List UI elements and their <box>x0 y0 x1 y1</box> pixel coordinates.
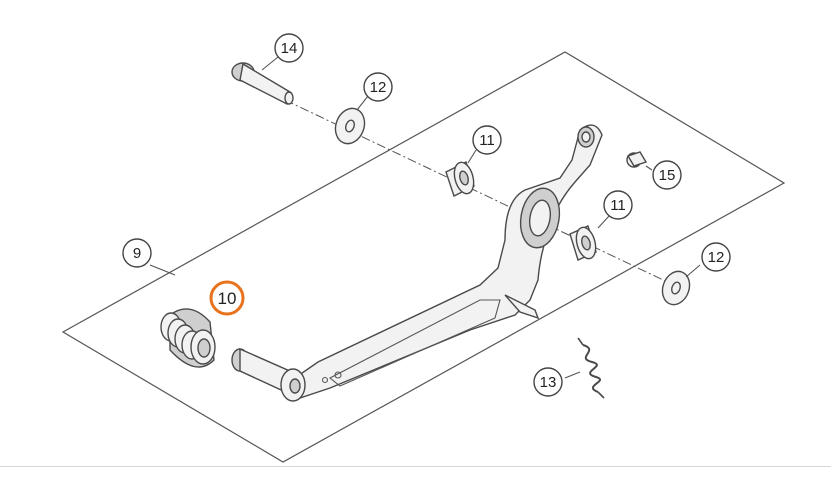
callout-9[interactable]: 9 <box>122 238 152 268</box>
bolt-part-14 <box>231 62 294 106</box>
callout-11-upper[interactable]: 11 <box>472 125 502 155</box>
lever-body <box>291 124 603 399</box>
callout-13[interactable]: 13 <box>533 367 563 397</box>
callout-15[interactable]: 15 <box>652 160 682 190</box>
callout-label: 12 <box>708 249 725 266</box>
callout-label: 11 <box>610 197 626 214</box>
callout-label: 13 <box>540 374 557 391</box>
assembly-outline <box>61 51 786 463</box>
leader-11-upper <box>467 149 477 164</box>
pedal-peg <box>231 347 306 402</box>
leader-11-lower <box>597 214 611 229</box>
leader-12-lower <box>685 264 701 278</box>
bushing-part-11-upper <box>445 161 475 197</box>
callout-label: 10 <box>218 289 237 308</box>
callout-label: 12 <box>370 79 387 96</box>
callout-label: 9 <box>133 245 141 262</box>
leader-9 <box>149 264 176 276</box>
callout-10-highlighted[interactable]: 10 <box>209 280 245 316</box>
leader-12-upper <box>356 95 369 111</box>
rubber-pedal-part-10 <box>160 308 216 368</box>
leader-15 <box>645 165 653 171</box>
callout-14[interactable]: 14 <box>274 33 304 63</box>
bushing-part-11-lower <box>569 225 597 261</box>
washer-part-12-upper <box>334 107 366 145</box>
callout-label: 14 <box>281 40 298 57</box>
bottom-divider <box>0 466 831 467</box>
spring-part-13 <box>577 337 605 399</box>
callout-label: 11 <box>479 132 495 149</box>
washer-part-12-lower <box>661 270 691 306</box>
leader-13 <box>564 371 581 379</box>
callout-11-lower[interactable]: 11 <box>603 190 633 220</box>
callout-12-upper[interactable]: 12 <box>363 72 393 102</box>
pin-part-15 <box>626 151 648 168</box>
leader-14 <box>261 56 279 71</box>
callout-12-lower[interactable]: 12 <box>701 242 731 272</box>
callout-label: 15 <box>659 167 676 184</box>
